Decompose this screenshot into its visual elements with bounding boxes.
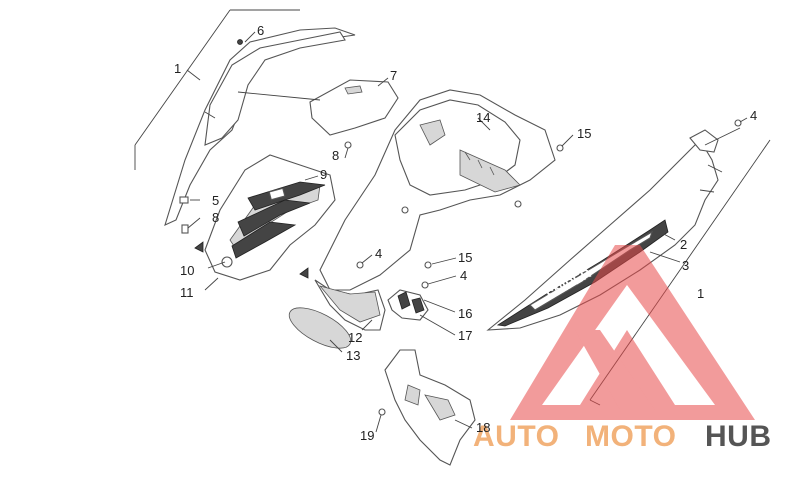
fasteners — [179, 39, 742, 416]
label-7: 7 — [390, 68, 397, 83]
label-17: 17 — [458, 328, 472, 343]
label-18: 18 — [476, 420, 490, 435]
label-6: 6 — [257, 23, 264, 38]
label-15-upper: 15 — [577, 126, 591, 141]
label-16: 16 — [458, 306, 472, 321]
inner-panel-part — [384, 349, 476, 466]
watermark-part2: MOTO — [585, 420, 676, 453]
cover-part-7 — [237, 79, 399, 136]
label-11: 11 — [180, 285, 194, 300]
label-1-left: 1 — [174, 61, 181, 76]
label-1-right: 1 — [697, 286, 704, 301]
label-12: 12 — [348, 330, 362, 345]
watermark-text: AUTO MOTO HUB — [473, 420, 772, 453]
label-8-lower: 8 — [212, 210, 219, 225]
label-9: 9 — [320, 167, 327, 182]
label-13: 13 — [346, 348, 360, 363]
label-5: 5 — [212, 193, 219, 208]
label-8-upper: 8 — [332, 148, 339, 163]
label-4-center: 4 — [375, 246, 382, 261]
lower-cowl-part — [314, 279, 386, 331]
watermark-part3: HUB — [705, 420, 772, 453]
label-2: 2 — [680, 237, 687, 252]
leader-lines — [186, 31, 748, 433]
left-fairing-part — [134, 9, 356, 227]
label-19: 19 — [360, 428, 374, 443]
bracket-part — [387, 289, 429, 321]
center-body-part — [319, 89, 556, 291]
front-grille-part — [204, 154, 336, 281]
label-15-lower: 15 — [458, 250, 472, 265]
label-10: 10 — [180, 263, 194, 278]
watermark-logo — [510, 245, 755, 420]
watermark-part1: AUTO — [473, 420, 559, 453]
part-labels: 1 6 7 8 9 5 8 10 11 14 15 4 4 15 4 16 17… — [174, 23, 757, 443]
label-4-right: 4 — [750, 108, 757, 123]
label-3: 3 — [682, 258, 689, 273]
label-4-lower: 4 — [460, 268, 467, 283]
mesh-screen-part — [288, 307, 352, 349]
label-14: 14 — [476, 110, 490, 125]
